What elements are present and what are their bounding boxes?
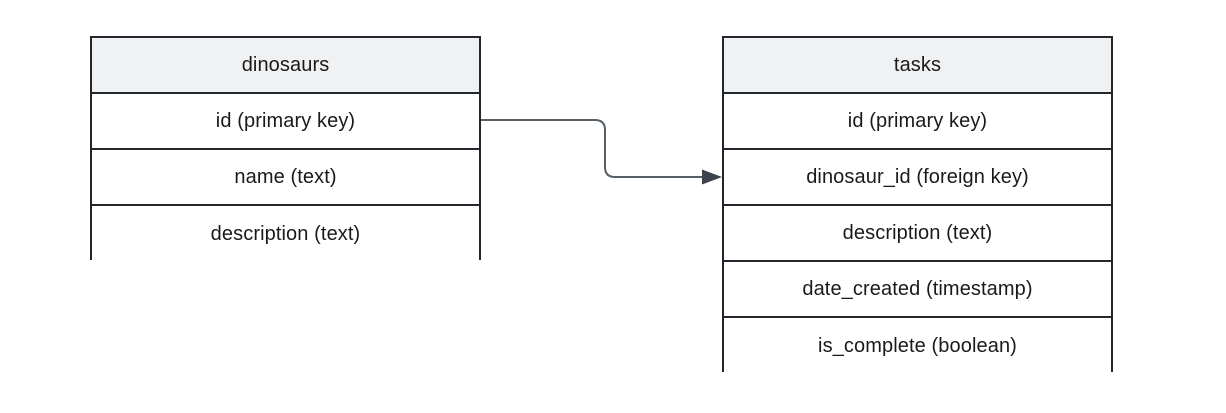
relationship-arrowhead-icon [702,169,722,185]
entity-field-row[interactable]: id (primary key) [724,94,1111,150]
entity-field-row[interactable]: id (primary key) [92,94,479,150]
entity-field-row[interactable]: name (text) [92,150,479,206]
entity-title-tasks: tasks [724,38,1111,94]
entity-field-row[interactable]: dinosaur_id (foreign key) [724,150,1111,206]
entity-table-dinosaurs[interactable]: dinosaurs id (primary key) name (text) d… [90,36,481,262]
entity-field-row[interactable]: date_created (timestamp) [724,262,1111,318]
entity-table-tasks[interactable]: tasks id (primary key) dinosaur_id (fore… [722,36,1113,374]
relationship-line-dinosaurs-tasks[interactable] [481,119,706,178]
entity-field-row[interactable]: description (text) [92,206,479,262]
entity-field-row[interactable]: is_complete (boolean) [724,318,1111,374]
entity-title-dinosaurs: dinosaurs [92,38,479,94]
entity-field-row[interactable]: description (text) [724,206,1111,262]
